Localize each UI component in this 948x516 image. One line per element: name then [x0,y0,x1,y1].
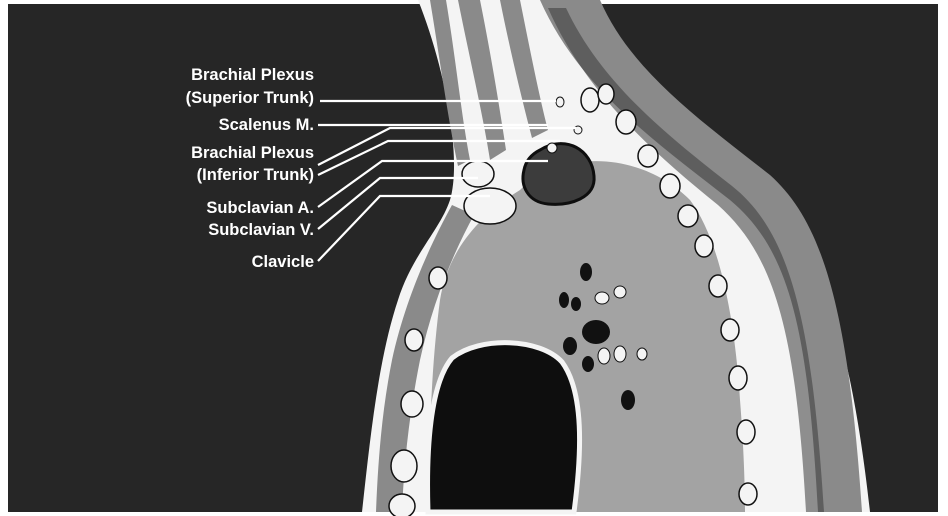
subclavian-vein [464,188,516,224]
subclavian-artery [523,144,594,205]
heart-chamber [428,343,580,512]
clavicle [462,161,494,187]
label-subclavian-vein: Subclavian V. [208,221,314,240]
label-brachial-superior-line1: Brachial Plexus [191,66,314,85]
label-brachial-superior-line2: (Superior Trunk) [186,89,314,108]
label-subclavian-artery: Subclavian A. [206,199,314,218]
label-brachial-inferior-line2: (Inferior Trunk) [197,166,314,185]
label-clavicle: Clavicle [252,253,314,272]
label-brachial-inferior-line1: Brachial Plexus [191,144,314,163]
label-scalenus: Scalenus M. [219,116,314,135]
